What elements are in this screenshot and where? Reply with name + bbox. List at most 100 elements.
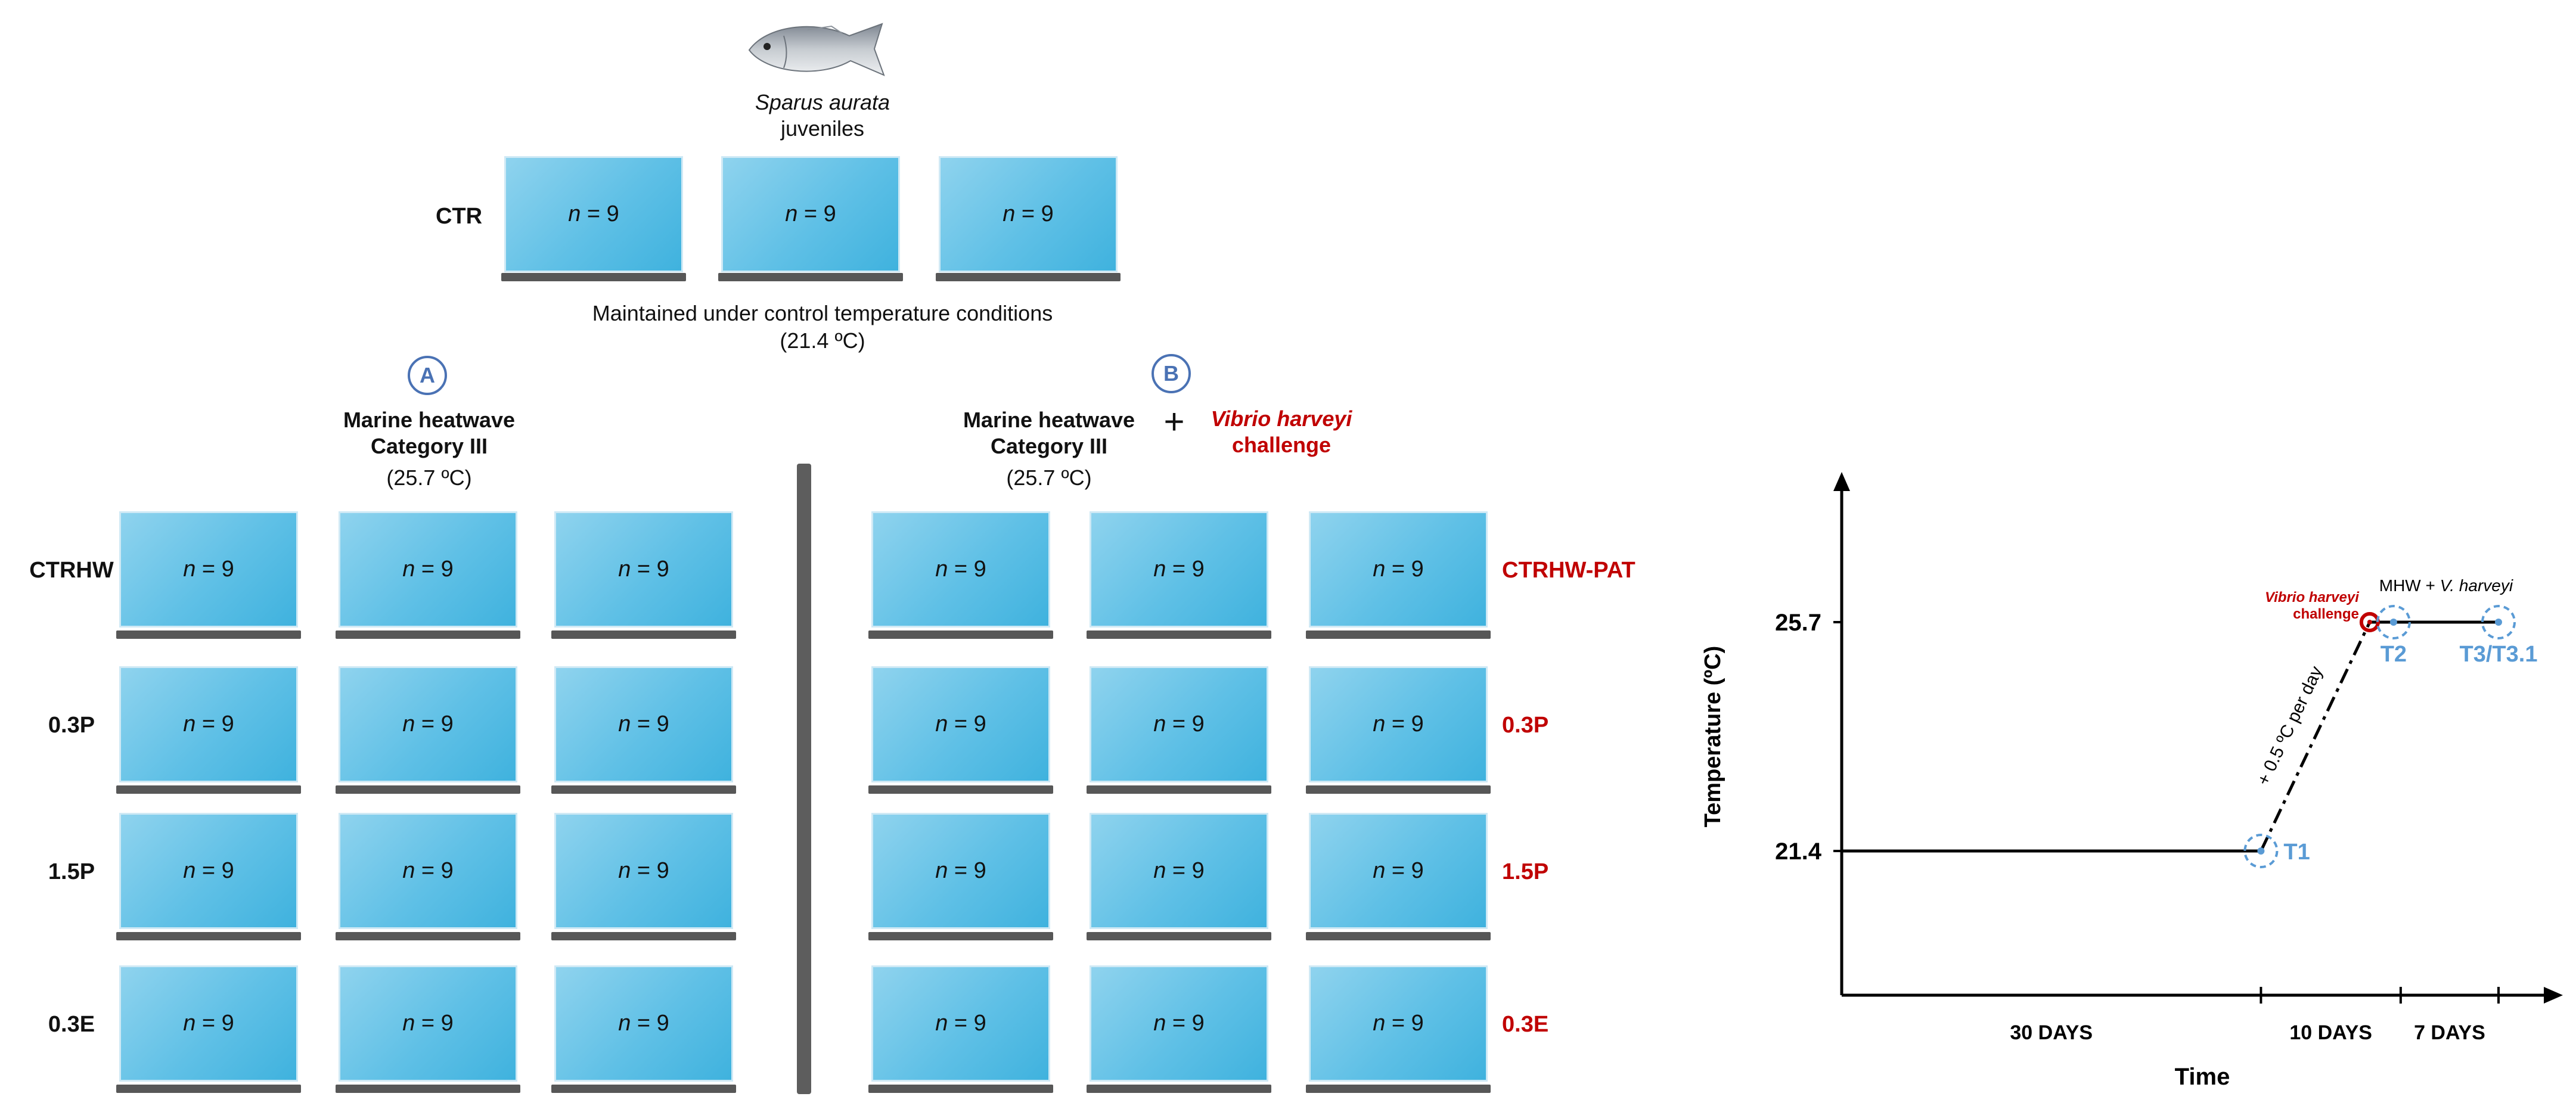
grid-b-row-4-tank-1-base [868,1085,1053,1093]
timepoint-label-1: T1 [2283,840,2310,865]
group-a-title-line2: Category III [370,434,488,458]
challenge-marker-dot [2367,620,2372,625]
grid-b-row-1-tank-1: n = 9 [871,511,1050,628]
grid-b-row-1-tank-3-base [1306,630,1491,639]
grid-b-row-4-label: 0.3E [1502,1012,1549,1037]
ctr-tank-3: n = 9 [939,156,1118,272]
grid-a-row-4-label: 0.3E [48,1012,95,1037]
grid-b-row-3-tank-1-base [868,932,1053,940]
grid-a-row-4-tank-3-base [551,1085,736,1093]
grid-a-row-1-tank-1-base [116,630,301,639]
challenge-event-label: challenge [2293,606,2359,622]
grid-b-row-2-tank-1-base [868,785,1053,794]
ctr-temperature: (21.4 ºC) [780,328,865,353]
challenge-species: Vibrio harveyi [1211,406,1352,431]
grid-b-row-4-tank-2-base [1087,1085,1271,1093]
ctr-description: Maintained under control temperature con… [592,301,1053,325]
grid-a-row-3-tank-2-base [336,932,520,940]
ctr-tank-3-base [936,273,1121,281]
grid-b-row-1-label: CTRHW-PAT [1502,558,1635,583]
timepoint-dot-1 [2257,847,2265,855]
grid-a-row-4-tank-1-base [116,1085,301,1093]
timepoint-ring-2 [2376,605,2411,639]
timepoint-ring-3 [2481,605,2516,639]
group-b-temperature: (25.7 ºC) [1006,465,1092,490]
grid-b-row-3-tank-3: n = 9 [1309,813,1488,929]
grid-a-row-3-tank-2: n = 9 [339,813,517,929]
group-a-temperature: (25.7 ºC) [386,465,472,490]
y-tick-label-1: 21.4 [1775,838,1822,865]
grid-b-row-3-tank-2: n = 9 [1090,813,1268,929]
temperature-timeline-chart: 21.4 25.7 30 DAYS 10 DAYS 7 DAYS Time Temperat… [1700,472,2563,1090]
grid-b-row-4-tank-3: n = 9 [1309,965,1488,1082]
grid-b-row-3-tank-3-base [1306,932,1491,940]
grid-a-row-3-tank-1-base [116,932,301,940]
grid-b-row-1-tank-1-base [868,630,1053,639]
grid-b-row-2-tank-3-base [1306,785,1491,794]
ctr-tank-1-base [501,273,686,281]
grid-a-row-4-tank-3: n = 9 [554,965,733,1082]
fish-species-label: Sparus aurata [755,90,890,114]
plus-sign: + [1163,402,1185,442]
ctr-tank-2-base [718,273,903,281]
y-tick-label-2: 25.7 [1775,610,1821,636]
grid-a-row-3-label: 1.5P [48,859,95,884]
grid-b-row-3-tank-1: n = 9 [871,813,1050,929]
grid-b-row-1-tank-2: n = 9 [1090,511,1268,628]
group-b-title-line1: Marine heatwave [963,408,1135,432]
challenge-species-label: Vibrio harveyi [2265,589,2360,605]
grid-a-row-1-tank-2-base [336,630,520,639]
grid-a-row-2-tank-2: n = 9 [339,666,517,782]
grid-a-row-4-tank-2-base [336,1085,520,1093]
grid-a-row-3-tank-3: n = 9 [554,813,733,929]
x-axis-title: Time [2175,1064,2230,1090]
grid-a-row-3-tank-3-base [551,932,736,940]
grid-b-row-4-tank-3-base [1306,1085,1491,1093]
timepoint-label-3: T3/T3.1 [2460,642,2538,667]
grid-a-row-1-tank-2: n = 9 [339,511,517,628]
timepoint-dot-2 [2389,619,2397,626]
phase-label-3: 7 DAYS [2414,1021,2485,1044]
group-b-marker: B [1152,354,1191,393]
phase-label-2: 10 DAYS [2289,1021,2372,1044]
x-axis-arrow [2544,987,2563,1004]
timepoint-ring-1 [2243,834,2279,868]
timepoint-label-2: T2 [2381,642,2407,667]
grid-a-row-2-tank-3: n = 9 [554,666,733,782]
grid-a-row-2-tank-2-base [336,785,520,794]
group-divider [797,464,811,1094]
mhw-label: MHW + V. harveyi [2379,576,2513,595]
grid-a-row-3-tank-1: n = 9 [119,813,298,929]
grid-a-row-2-label: 0.3P [48,713,95,738]
grid-b-row-4-tank-2: n = 9 [1090,965,1268,1082]
challenge-label: challenge [1231,433,1332,457]
y-axis-title: Temperature (ºC) [1700,646,1725,828]
y-axis-arrow [1833,472,1850,491]
grid-b-row-1-tank-2-base [1087,630,1271,639]
grid-a-row-4-tank-1: n = 9 [119,965,298,1082]
grid-a-row-1-tank-3: n = 9 [554,511,733,628]
grid-b-row-3-tank-2-base [1087,932,1271,940]
ramp-rate-label: + 0.5 ºC per day [2254,663,2327,788]
grid-a-row-2-tank-1-base [116,785,301,794]
grid-b-row-3-label: 1.5P [1502,859,1549,884]
group-a-title-line1: Marine heatwave [343,408,516,432]
grid-b-row-2-tank-2: n = 9 [1090,666,1268,782]
grid-a-row-2-tank-3-base [551,785,736,794]
ramp-segment [2260,621,2372,852]
group-b-title-line2: Category III [990,434,1108,458]
grid-b-row-2-label: 0.3P [1502,713,1549,738]
grid-b-row-2-tank-2-base [1087,785,1271,794]
grid-b-row-2-tank-1: n = 9 [871,666,1050,782]
phase-label-1: 30 DAYS [2010,1021,2093,1044]
sea-bream-fish-icon [748,23,885,76]
grid-b-row-1-tank-3: n = 9 [1309,511,1488,628]
ctr-tank-1: n = 9 [504,156,683,272]
fish-stage-label: juveniles [780,116,865,141]
grid-a-row-1-tank-3-base [551,630,736,639]
timepoint-dot-3 [2495,619,2502,626]
ctr-tank-2: n = 9 [721,156,900,272]
grid-b-row-4-tank-1: n = 9 [871,965,1050,1082]
group-a-marker: A [408,356,447,395]
grid-a-row-1-tank-1: n = 9 [119,511,298,628]
